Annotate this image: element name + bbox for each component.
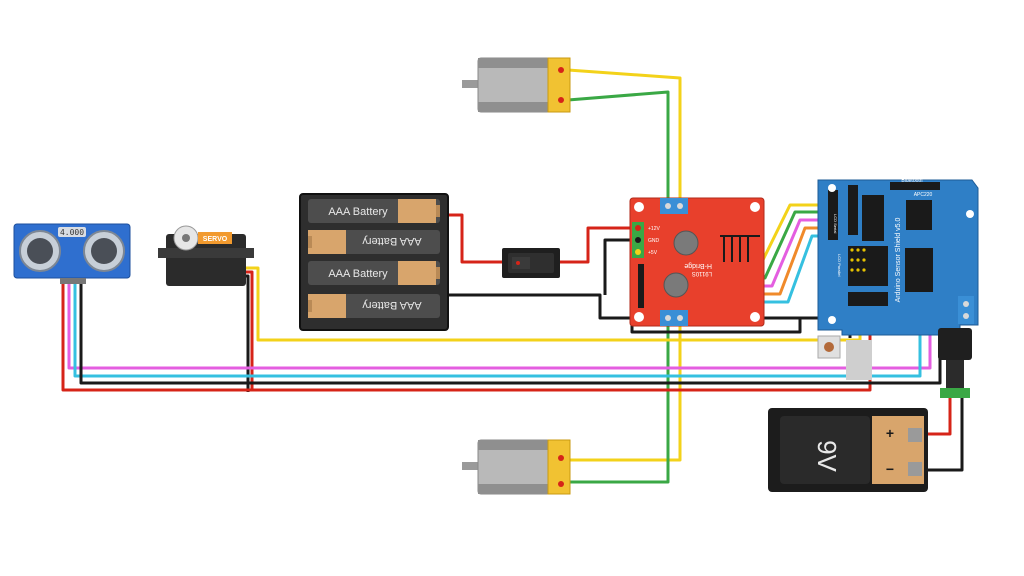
- sensor-crystal-label: 4.000: [60, 228, 84, 237]
- driver-pin-5v: +5V: [648, 250, 658, 256]
- 9v-label: 9V: [812, 440, 842, 472]
- wire-pack-red: [448, 213, 504, 264]
- aaa-cell-1: AAA Battery: [308, 199, 440, 223]
- top-dc-motor: [462, 57, 571, 113]
- driver-pin-12v: +12V: [648, 226, 660, 232]
- wire-driver-gnd-black: [603, 238, 638, 295]
- 9v-battery: 9V + −: [768, 408, 928, 492]
- driver-subtitle: L9110S: [692, 270, 712, 276]
- aaa-cell-2: AAA Battery: [308, 230, 440, 254]
- wire-sensor-red: [61, 283, 252, 392]
- rocker-switch: [502, 248, 560, 278]
- shield-title: Arduino Sensor Shield v5.0: [895, 217, 902, 302]
- wire-9v-black: [920, 398, 964, 472]
- aaa-cell-3-label: AAA Battery: [328, 268, 388, 280]
- aaa-cell-3: AAA Battery: [308, 261, 440, 285]
- aaa-cell-4-label: AAA Battery: [362, 299, 422, 311]
- arduino-sensor-shield: Bluetooth APC220 LCD Serial LCD Parallel…: [817, 178, 979, 380]
- driver-title: H-Bridge: [684, 262, 712, 269]
- shield-bluetooth-label: Bluetooth: [901, 178, 922, 184]
- wire-bottom-motor-green: [568, 322, 670, 484]
- shield-lcd-parallel-label: LCD Parallel: [837, 254, 842, 277]
- servo-label: SERVO: [203, 236, 228, 243]
- servo-motor: SERVO: [158, 225, 254, 286]
- 9v-plus: +: [886, 425, 894, 441]
- wire-switch-red: [560, 226, 638, 264]
- shield-apc-label: APC220: [914, 192, 933, 198]
- wire-top-motor-green: [567, 90, 670, 200]
- h-bridge-driver: +12V GND +5V H-Bridge L9110S: [629, 197, 765, 327]
- aaa-battery-pack: AAA Battery AAA Battery AAA Battery AAA …: [299, 193, 449, 331]
- wire-sensor-magenta: [67, 270, 948, 370]
- dc-barrel-jack: [938, 328, 972, 398]
- aaa-cell-1-label: AAA Battery: [328, 206, 388, 218]
- shield-lcd-serial-label: LCD Serial: [833, 214, 838, 233]
- wire-9v-red: [920, 398, 952, 436]
- 9v-minus: −: [886, 461, 894, 477]
- bottom-dc-motor: [462, 439, 571, 495]
- ultrasonic-sensor: 4.000: [13, 223, 131, 284]
- aaa-cell-2-label: AAA Battery: [362, 235, 422, 247]
- driver-pin-gnd: GND: [648, 238, 660, 244]
- wire-servo-black: [246, 274, 250, 392]
- wire-top-motor-yellow: [567, 68, 682, 200]
- aaa-cell-4: AAA Battery: [308, 294, 440, 318]
